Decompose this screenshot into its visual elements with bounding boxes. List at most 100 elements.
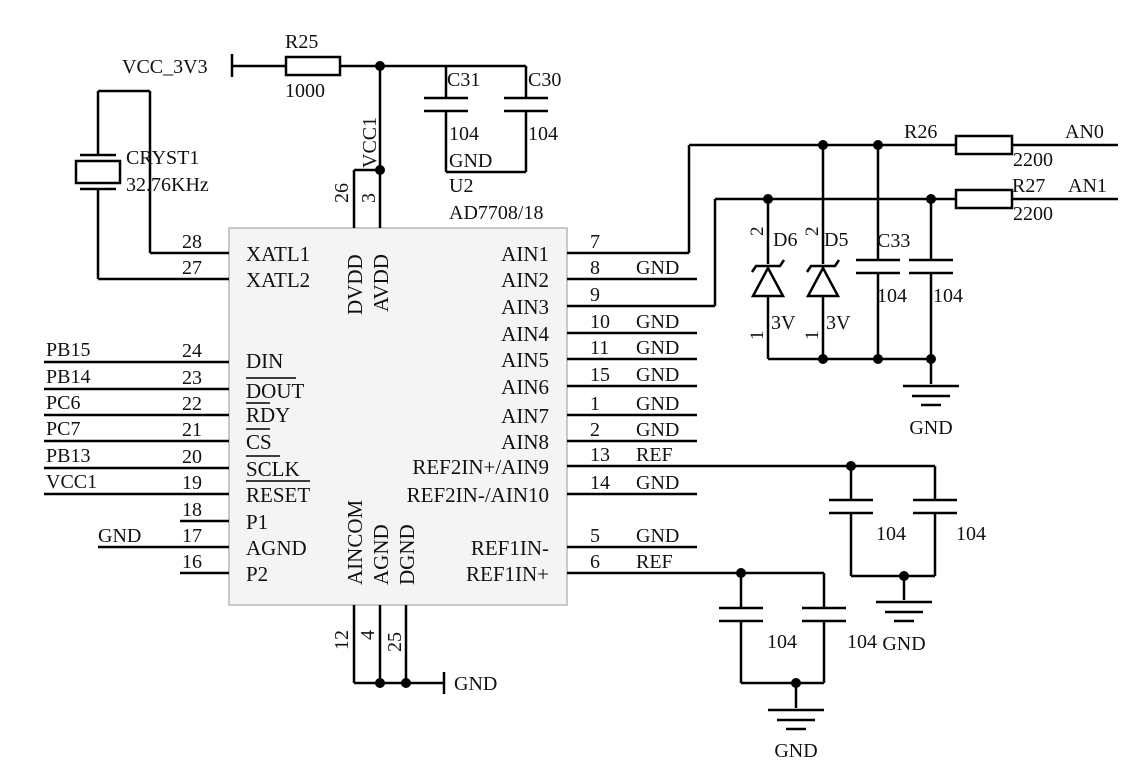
c31-value: 104	[449, 123, 479, 145]
net-label: GND	[636, 311, 679, 333]
active-low-overbars	[246, 377, 310, 482]
net-label: GND	[636, 393, 679, 415]
pin-name: AGND	[246, 536, 307, 560]
pin-number: 7	[590, 231, 600, 253]
pin-name: DIN	[246, 349, 283, 373]
r25-ref: R25	[285, 31, 318, 53]
net-label: GND	[636, 337, 679, 359]
c30-value: 104	[528, 123, 558, 145]
c-ref1-a-value: 104	[767, 631, 797, 653]
net-label: GND	[636, 525, 679, 547]
net-label: REF	[636, 551, 673, 573]
d5-ref: D5	[824, 229, 848, 251]
r25-value: 1000	[285, 80, 325, 102]
zener-d5: D5 3V 2 1	[802, 145, 851, 359]
pin-number: 4	[357, 630, 379, 640]
c33-value: 104	[877, 285, 907, 307]
pin-number: 27	[182, 257, 202, 279]
d6-pin-2: 2	[747, 227, 768, 237]
ain-gnd-rail	[768, 354, 936, 364]
chip-right-pin-numbers: 7 8 9 10 11 15 1 2 13 14 5 6	[590, 231, 610, 573]
pin-name: AVDD	[369, 254, 393, 312]
capacitor-an1-filter: 104	[909, 199, 963, 384]
pin-name: DGND	[395, 524, 419, 585]
pin-name: SCLK	[246, 457, 300, 481]
capacitor-c33: C33 104	[856, 145, 910, 359]
pin-number: 24	[182, 340, 202, 362]
crystal-cryst1: CRYST1 32.76KHz	[74, 89, 209, 279]
pin-name: AIN4	[501, 322, 549, 346]
pin-name: XATL1	[246, 242, 310, 266]
pin-number: 5	[590, 525, 600, 547]
d6-ref: D6	[773, 229, 797, 251]
pin-number: 25	[384, 632, 406, 652]
d6-pin-1: 1	[747, 331, 768, 341]
resistor-r27: R27 2200 AN1	[954, 175, 1118, 225]
pin-name: XATL2	[246, 268, 310, 292]
net-label: PB15	[46, 339, 90, 361]
pin-number: 22	[182, 393, 202, 415]
pin-number: 10	[590, 311, 610, 333]
net-label: GND	[636, 472, 679, 494]
left-net-labels: PB15 PB14 PC6 PC7 PB13 VCC1 GND	[46, 339, 141, 547]
pin-number: 21	[182, 419, 202, 441]
resistor-r26: R26 2200 AN0	[904, 121, 1118, 171]
vcc-3v3-label: VCC_3V3	[122, 56, 208, 78]
pin-number: 23	[182, 367, 202, 389]
gnd-label: GND	[454, 673, 497, 695]
pin-name: DVDD	[343, 254, 367, 315]
chip-bottom-pins: 12 4 25 AINCOM AGND DGND GND	[331, 500, 497, 695]
pin-name: AGND	[369, 524, 393, 585]
pin-name: REF2IN-/AIN10	[407, 483, 549, 507]
chip-left-pins	[44, 251, 229, 575]
ref2-decoupling: 104 104 GND	[829, 461, 986, 655]
pin-name: AIN1	[501, 242, 549, 266]
chip-refdes: U2	[449, 175, 473, 197]
net-label: VCC1	[46, 471, 97, 493]
d6-value: 3V	[771, 312, 796, 334]
gnd-label: GND	[449, 150, 492, 172]
pin-name: AINCOM	[343, 500, 367, 585]
net-label: PB14	[46, 366, 90, 388]
pin-name: REF1IN+	[466, 562, 549, 586]
pin-number: 2	[590, 419, 600, 441]
chip-right-net-labels: GND GND GND GND GND GND REF GND GND REF	[636, 257, 679, 573]
r26-ref: R26	[904, 121, 937, 143]
net-label: GND	[636, 364, 679, 386]
d5-value: 3V	[826, 312, 851, 334]
pin-name: REF1IN-	[471, 536, 549, 560]
net-label: PB13	[46, 445, 90, 467]
pin-name: RDY	[246, 403, 290, 427]
pin-number: 8	[590, 257, 600, 279]
pin-number: 3	[358, 193, 380, 203]
pin-number: 1	[590, 393, 600, 415]
d5-pin-2: 2	[802, 227, 823, 237]
net-label: REF	[636, 444, 673, 466]
pin-number: 19	[182, 472, 202, 494]
pin-name: P1	[246, 510, 268, 534]
c-an1-value: 104	[933, 285, 963, 307]
vcc-3v3-supply: VCC_3V3	[122, 54, 286, 78]
c30-ref: C30	[528, 69, 561, 91]
resistor-r25: R25 1000	[284, 31, 526, 102]
pin-name: CS	[246, 430, 272, 454]
chip-left-pin-numbers: 28 27 24 23 22 21 20 19 18 17 16	[182, 231, 202, 573]
pin-name: DOUT	[246, 379, 304, 403]
pin-number: 28	[182, 231, 202, 253]
net-label: GND	[636, 257, 679, 279]
ground-symbol: GND	[903, 384, 959, 439]
ref1-decoupling: 104 104 GND	[719, 568, 877, 762]
pin-number: 18	[182, 499, 202, 521]
net-label: GND	[636, 419, 679, 441]
an1-label: AN1	[1068, 175, 1107, 197]
chip-right-pins	[567, 251, 851, 575]
gnd-label: GND	[882, 633, 925, 655]
pin-number: 20	[182, 446, 202, 468]
net-label: PC6	[46, 392, 80, 414]
zener-d6: D6 3V 2 1	[747, 199, 797, 359]
r26-value: 2200	[1013, 149, 1053, 171]
pin-number: 11	[590, 337, 609, 359]
c-ref1-b-value: 104	[847, 631, 877, 653]
pin-name: P2	[246, 562, 268, 586]
